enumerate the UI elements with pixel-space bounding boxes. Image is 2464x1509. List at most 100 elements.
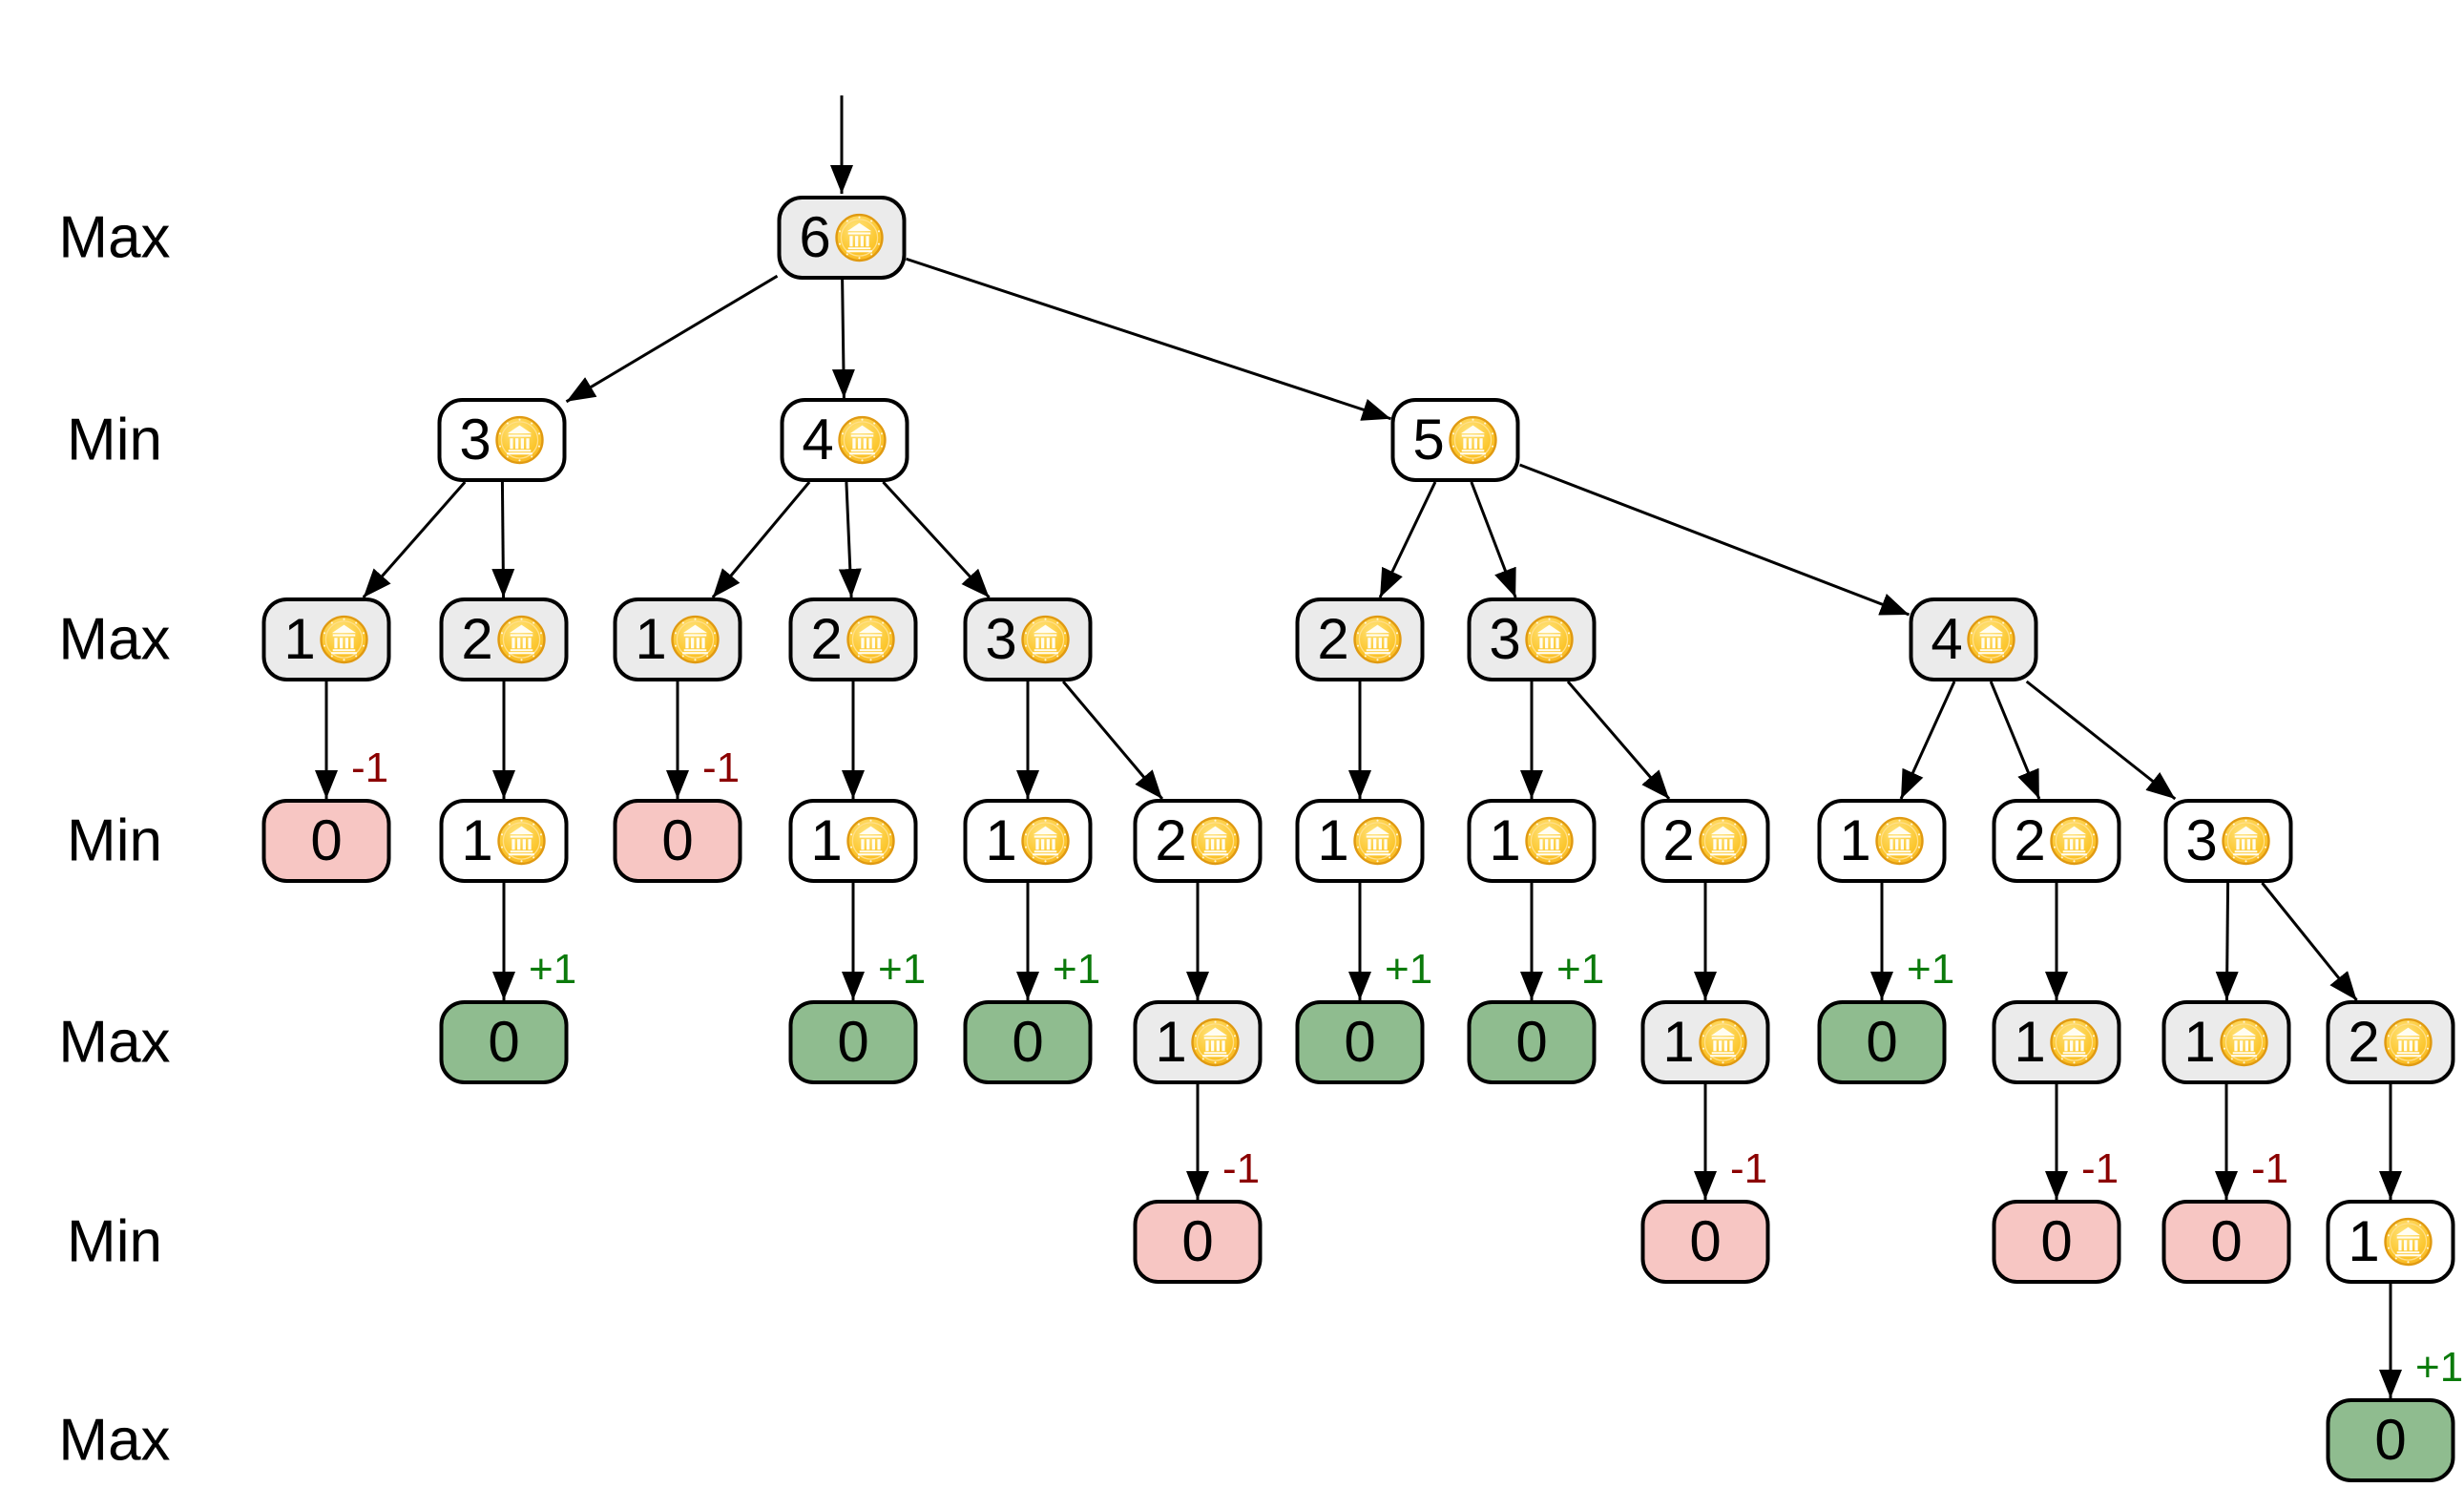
node-value: 1 — [1317, 808, 1349, 872]
node-value: 2 — [2348, 1010, 2380, 1074]
tree-node-b10: 1 — [1817, 799, 1947, 883]
tree-node-b2: 1 — [439, 799, 569, 883]
coin-icon — [846, 816, 895, 866]
temple-glyph — [858, 624, 885, 655]
node-value: 2 — [1662, 808, 1695, 872]
edge-arrow-n5-a7 — [1470, 481, 1517, 598]
node-value: 2 — [461, 607, 493, 671]
tree-node-d1: 0 — [1133, 1200, 1263, 1284]
coin-icon — [1967, 615, 2015, 664]
temple-glyph — [1033, 624, 1059, 655]
temple-glyph — [2231, 1027, 2258, 1058]
node-value: 4 — [1931, 607, 1963, 671]
node-value: 1 — [985, 808, 1017, 872]
tree-node-n5: 5 — [1390, 398, 1520, 482]
coin-icon — [1191, 1017, 1240, 1067]
edge-arrow-a8-b11 — [1989, 681, 2041, 800]
edge-label-minus1: -1 — [702, 744, 741, 791]
node-value: 1 — [461, 808, 493, 872]
node-value: 1 — [1839, 808, 1871, 872]
tree-node-c7: 1 — [1640, 1000, 1770, 1084]
tree-node-b11: 2 — [1992, 799, 2121, 883]
node-value: 0 — [1866, 1010, 1898, 1074]
node-value: 0 — [488, 1010, 520, 1074]
temple-glyph — [849, 425, 876, 455]
coin-icon — [1021, 615, 1070, 664]
tree-node-b5: 1 — [963, 799, 1093, 883]
coin-icon — [497, 816, 546, 866]
coin-icon — [495, 415, 544, 465]
level-label-min-1: Min — [67, 407, 162, 473]
tree-node-b9: 2 — [1640, 799, 1770, 883]
tree-node-c2: 0 — [788, 1000, 918, 1084]
tree-node-c1: 0 — [439, 1000, 569, 1084]
temple-glyph — [1365, 826, 1391, 856]
node-value: 3 — [2185, 808, 2218, 872]
edge-arrow-a5-b6 — [1061, 681, 1164, 800]
node-value: 5 — [1412, 408, 1445, 472]
coin-icon — [1353, 615, 1402, 664]
node-value: 1 — [1489, 808, 1521, 872]
tree-node-a8: 4 — [1909, 597, 2038, 681]
temple-glyph — [331, 624, 358, 655]
level-label-max-0: Max — [58, 204, 171, 271]
tree-node-d3: 0 — [1992, 1200, 2121, 1284]
edge-arrow-n5-a6 — [1378, 481, 1437, 598]
edge-arrow-a7-b9 — [1566, 681, 1671, 800]
edge-label-minus1: -1 — [351, 744, 389, 791]
tree-node-a2: 2 — [439, 597, 569, 681]
tree-node-c6: 0 — [1467, 1000, 1597, 1084]
node-value: 0 — [1515, 1010, 1548, 1074]
node-value: 0 — [661, 808, 694, 872]
node-value: 4 — [802, 408, 834, 472]
edge-arrow-n4-a5 — [882, 480, 991, 599]
node-value: 0 — [2374, 1408, 2407, 1472]
tree-node-a1: 1 — [261, 597, 391, 681]
edge-label-plus1: +1 — [1556, 946, 1605, 993]
coin-icon — [1699, 816, 1747, 866]
temple-glyph — [2061, 826, 2088, 856]
tree-node-b12: 3 — [2163, 799, 2293, 883]
tree-node-c11: 2 — [2326, 1000, 2455, 1084]
temple-glyph — [1202, 826, 1229, 856]
level-label-min-5: Min — [67, 1208, 162, 1275]
temple-glyph — [1365, 624, 1391, 655]
node-value: 2 — [1317, 607, 1349, 671]
edge-label-plus1: +1 — [1053, 946, 1101, 993]
temple-glyph — [1710, 1027, 1737, 1058]
edge-arrow-root-n5 — [906, 257, 1391, 421]
temple-glyph — [1887, 826, 1913, 856]
tree-node-b1: 0 — [261, 799, 391, 883]
tree-node-c4: 1 — [1133, 1000, 1263, 1084]
temple-glyph — [1978, 624, 2005, 655]
tree-node-c3: 0 — [963, 1000, 1093, 1084]
coin-icon — [835, 213, 884, 262]
coin-icon — [1525, 816, 1574, 866]
coin-icon — [1021, 816, 1070, 866]
temple-glyph — [2395, 1226, 2422, 1257]
temple-glyph — [507, 425, 533, 455]
node-value: 1 — [2014, 1010, 2046, 1074]
tree-node-a4: 2 — [788, 597, 918, 681]
temple-glyph — [1710, 826, 1737, 856]
edge-arrow-a8-b10 — [1899, 681, 1956, 800]
tree-node-c10: 1 — [2161, 1000, 2291, 1084]
edge-arrow-root-n3 — [565, 274, 779, 404]
edge-label-minus1: -1 — [2081, 1145, 2119, 1192]
coin-icon — [2384, 1017, 2433, 1067]
coin-icon — [1525, 615, 1574, 664]
coin-icon — [671, 615, 720, 664]
temple-glyph — [509, 826, 535, 856]
edge-label-plus1: +1 — [878, 946, 927, 993]
node-value: 6 — [799, 205, 831, 269]
edge-arrow-n4-a3 — [711, 481, 811, 598]
node-value: 1 — [1155, 1010, 1187, 1074]
node-value: 0 — [1012, 1010, 1044, 1074]
temple-glyph — [682, 624, 709, 655]
node-value: 1 — [283, 607, 316, 671]
tree-node-n4: 4 — [780, 398, 909, 482]
coin-icon — [1353, 816, 1402, 866]
level-label-min-3: Min — [67, 807, 162, 874]
coin-icon — [1699, 1017, 1747, 1067]
